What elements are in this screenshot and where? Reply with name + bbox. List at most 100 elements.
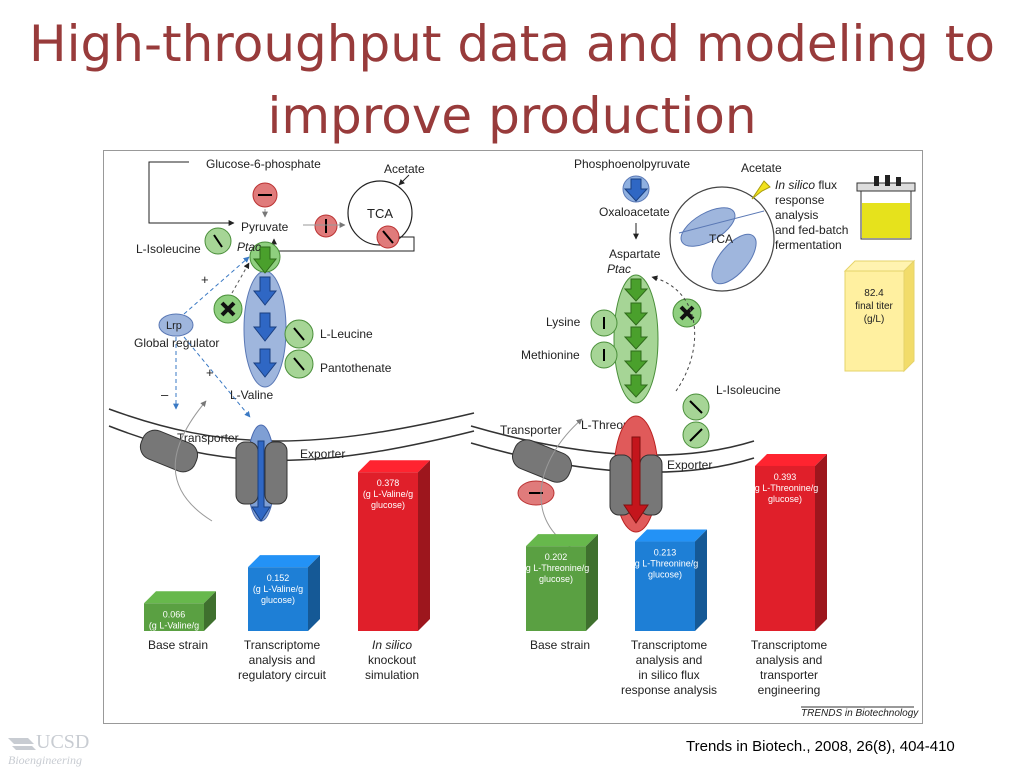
bar-category-label: response analysis <box>621 683 717 697</box>
tca-magnifier-circle <box>669 186 775 292</box>
blue-down-arrow-icon <box>623 178 649 202</box>
leucine-label: L-Leucine <box>320 327 373 341</box>
bar-category-label: analysis and <box>636 653 703 667</box>
bar-category-label: simulation <box>365 668 419 682</box>
x-knockout-icon <box>679 305 695 321</box>
x-knockout-icon <box>220 301 236 317</box>
bar-front-face <box>755 465 815 631</box>
isoleucine-label: L-Isoleucine <box>136 242 201 256</box>
logo-swoosh-icon <box>12 746 36 750</box>
regulation-arrow <box>183 256 250 315</box>
threonine-bar: 0.393(g L-Threonine/gglucose)Transcripto… <box>751 453 827 697</box>
titer-box-top <box>843 260 916 272</box>
glucose6p-label: Glucose-6-phosphate <box>206 157 321 171</box>
bar-category-label: Transcriptome <box>244 638 321 652</box>
bar-side-face <box>586 534 598 631</box>
slash-icon <box>293 357 305 371</box>
figure-panel: Glucose-6-phosphate Pyruvate TCA Acetate… <box>103 150 923 724</box>
bar-top-face <box>358 460 430 473</box>
acetate-label: Acetate <box>741 161 782 175</box>
citation: Trends in Biotech., 2008, 26(8), 404-410 <box>686 738 955 755</box>
bar-value-label: 0.152 <box>267 573 290 583</box>
bar-value-label: (g L-Threonine/g <box>752 483 819 493</box>
titer-unit: (g/L) <box>864 314 885 325</box>
bar-value-label: (g L-Valine/g <box>149 620 199 630</box>
exporter-label: Exporter <box>667 458 712 472</box>
green-down-arrow-icon <box>623 278 649 302</box>
blue-down-arrow-icon <box>252 276 278 306</box>
slash-icon <box>689 428 703 442</box>
bar-category-label: analysis and <box>249 653 316 667</box>
bar-value-label: glucose) <box>539 574 573 584</box>
bar-category-label: Base strain <box>148 638 208 652</box>
insilico-line-5: and fed-batch <box>775 223 848 237</box>
bar-value-label: 0.066 <box>163 609 186 619</box>
methionine-label: Methionine <box>521 348 580 362</box>
slash-icon <box>689 400 703 414</box>
insilico-line-3: response <box>775 193 825 207</box>
bar-front-face <box>358 472 418 631</box>
bar-front-face <box>635 541 695 631</box>
green-down-arrow-icon <box>623 326 649 350</box>
vessel-port <box>885 175 890 186</box>
tca-label: TCA <box>709 232 733 246</box>
dashed-arrow <box>231 262 250 294</box>
bar-category-label: In silico <box>372 638 412 652</box>
yellow-arrow-icon <box>751 180 771 200</box>
bar-category-label: transporter <box>760 668 818 682</box>
bar-category-label: Base strain <box>530 638 590 652</box>
global-regulator-label: Global regulator <box>134 336 219 350</box>
vessel-port <box>896 177 901 186</box>
insilico-line-6: fermentation <box>775 238 842 252</box>
plus-sign: + <box>206 365 214 380</box>
bar-category-label: analysis and <box>756 653 823 667</box>
green-down-arrow-icon <box>252 246 278 274</box>
bar-side-face <box>204 591 216 631</box>
bar-side-face <box>695 529 707 631</box>
left-pathway: Glucose-6-phosphate Pyruvate TCA Acetate… <box>108 157 475 522</box>
bar-top-face <box>248 555 320 568</box>
transporter-label: Transporter <box>500 423 562 437</box>
bar-front-face <box>144 603 204 631</box>
bar-top-face <box>144 591 216 604</box>
transporter-shape <box>139 429 199 473</box>
transporter-shape <box>511 439 573 483</box>
bar-category-label: engineering <box>758 683 821 697</box>
acetate-arrow <box>398 174 410 186</box>
pyruvate-label: Pyruvate <box>241 220 289 234</box>
vessel-liquid <box>862 203 910 238</box>
bar-value-label: 0.378 <box>377 478 400 488</box>
acetate-label: Acetate <box>384 162 425 176</box>
lrp-regulator-ellipse <box>158 313 194 337</box>
pantothenate-label: Pantothenate <box>320 361 392 375</box>
dashed-feedback-arrow <box>651 275 696 392</box>
bar-value-label: (g L-Valine/g <box>363 489 413 499</box>
exporter-left-shape <box>235 441 259 505</box>
bar-category-label: in silico flux <box>638 668 699 682</box>
block-slash-icon <box>382 230 394 244</box>
pep-label: Phosphoenolpyruvate <box>574 157 690 171</box>
plus-sign: + <box>201 272 209 287</box>
export-arrow-icon <box>623 436 649 524</box>
title-line-1: High-throughput data and modeling to <box>29 15 995 73</box>
insilico-italic: In silico <box>775 178 815 192</box>
insilico-line-4: analysis <box>775 208 818 222</box>
bar-top-face <box>635 529 707 542</box>
vessel-port <box>874 176 879 186</box>
fermenter-vessel <box>856 175 916 240</box>
flux-ellipse <box>680 207 736 247</box>
exporter-right-shape <box>264 441 288 505</box>
threonine-bar: 0.213(g L-Threonine/gglucose)Transcripto… <box>621 529 717 697</box>
bar-value-label: glucose) <box>768 494 802 504</box>
bar-top-face <box>526 534 598 547</box>
minus-sign: – <box>161 387 169 402</box>
regulation-arrow <box>183 336 251 418</box>
flux-line <box>678 210 765 234</box>
figure-credit: TRENDS in Biotechnology <box>801 708 919 719</box>
right-pathway: Phosphoenolpyruvate Oxaloacetate Asparta… <box>470 157 916 550</box>
titer-box-side <box>903 259 915 373</box>
blue-down-arrow-icon <box>252 312 278 342</box>
